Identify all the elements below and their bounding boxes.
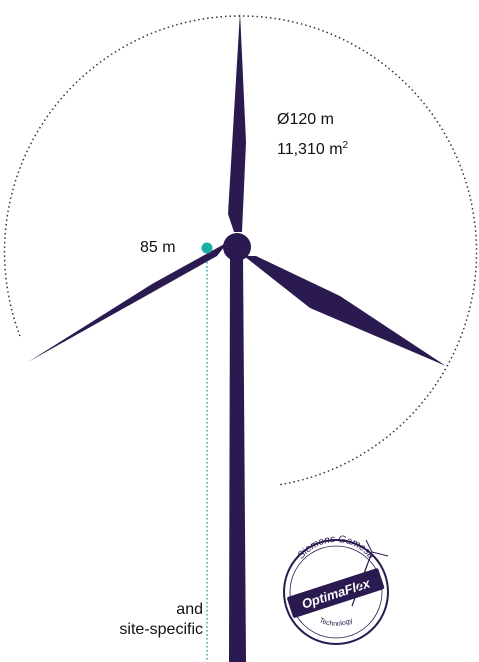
tower-note-line1: and	[176, 601, 203, 618]
tower-note-line2: site-specific	[119, 621, 203, 638]
blade-right	[244, 256, 446, 366]
swept-area-value: 11,310 m	[277, 141, 343, 158]
tower-note: and site-specific	[119, 600, 203, 640]
hub-height-marker	[201, 242, 213, 254]
optimaflex-seal: Siemens Gamesa OptimaFlex Technology	[283, 534, 389, 645]
swept-area-exponent: 2	[342, 140, 349, 151]
hub-height-label: 85 m	[140, 239, 176, 256]
rotor-diameter-label: Ø120 m	[277, 111, 334, 128]
tower	[229, 255, 246, 662]
blade-left	[28, 242, 228, 362]
rotor-swept-circle	[3, 15, 478, 486]
svg-text:Technology: Technology	[318, 617, 354, 628]
blade-top	[228, 12, 246, 232]
hub	[223, 233, 251, 261]
swept-area-label: 11,310 m2	[277, 136, 348, 160]
